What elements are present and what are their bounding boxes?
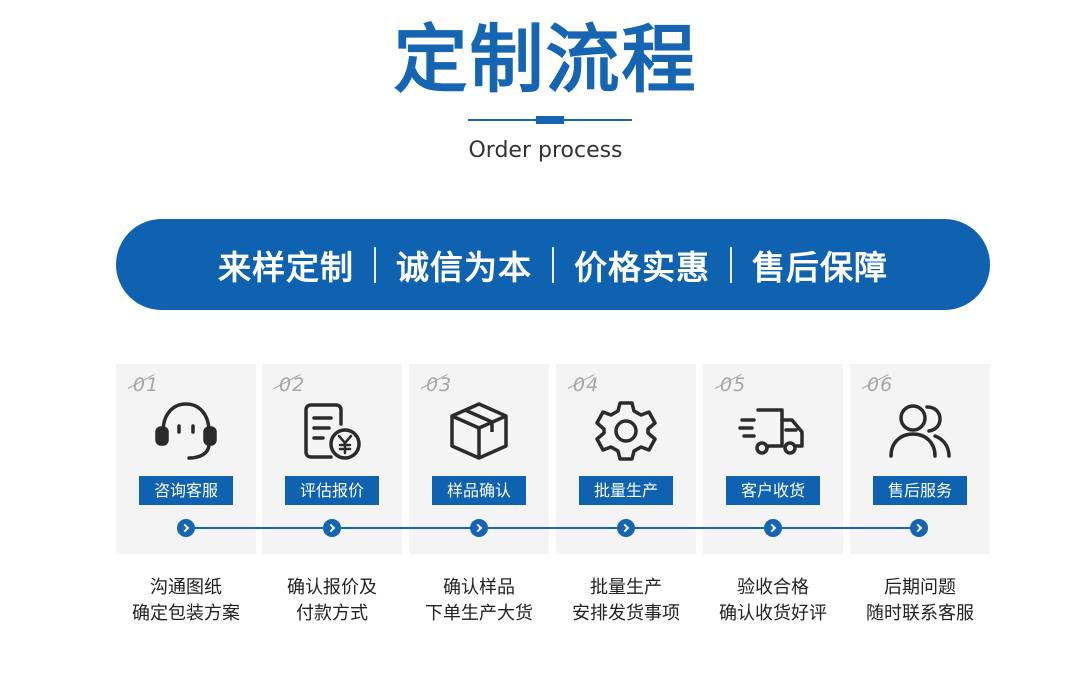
- quote-document-icon: [304, 403, 361, 460]
- description-line: 沟通图纸: [150, 577, 222, 598]
- description-line: 付款方式: [296, 603, 368, 624]
- description-line: 确认收货好评: [719, 603, 827, 624]
- headset-icon: [155, 402, 217, 460]
- step-label: 评估报价: [285, 476, 379, 505]
- timeline-dot: [323, 519, 341, 537]
- step-description: 确认样品 下单生产大货: [399, 575, 559, 627]
- description-line: 后期问题: [884, 577, 956, 598]
- step-number: 03: [426, 374, 453, 396]
- timeline-dot: [764, 519, 782, 537]
- timeline-dot: [177, 519, 195, 537]
- banner-separator: [374, 246, 376, 283]
- delivery-truck-icon: [738, 408, 804, 455]
- step-number: 02: [279, 374, 306, 396]
- slogan-banner: 来样定制 诚信为本 价格实惠 售后保障: [116, 219, 990, 310]
- description-line: 确定包装方案: [132, 603, 240, 624]
- banner-separator: [552, 246, 554, 283]
- description-line: 随时联系客服: [866, 603, 974, 624]
- timeline-dot: [470, 519, 488, 537]
- description-line: 批量生产: [590, 577, 662, 598]
- description-line: 安排发货事项: [572, 603, 680, 624]
- gear-icon: [595, 401, 657, 461]
- banner-item-2: 诚信为本: [396, 247, 532, 287]
- banner-separator: [730, 246, 732, 283]
- step-description: 确认报价及 付款方式: [252, 575, 412, 627]
- step-number: 05: [720, 374, 747, 396]
- step-label: 样品确认: [432, 476, 526, 505]
- page-title: 定制流程: [393, 17, 698, 103]
- page-subtitle: Order process: [468, 138, 623, 163]
- step-number: 01: [133, 374, 160, 396]
- step-label: 咨询客服: [139, 476, 233, 505]
- title-underline-mark: [536, 116, 564, 124]
- description-line: 验收合格: [737, 577, 809, 598]
- step-description: 验收合格 确认收货好评: [693, 575, 853, 627]
- timeline-dot: [617, 519, 635, 537]
- banner-item-1: 来样定制: [218, 247, 354, 287]
- description-line: 确认样品: [443, 577, 515, 598]
- users-icon: [889, 404, 951, 458]
- banner-item-3: 价格实惠: [574, 247, 710, 287]
- step-number: 04: [573, 374, 600, 396]
- step-label: 客户收货: [726, 476, 820, 505]
- step-card-receipt: 05 客户收货: [703, 364, 843, 554]
- step-number: 06: [867, 374, 894, 396]
- step-label: 批量生产: [579, 476, 673, 505]
- box-icon: [450, 402, 508, 460]
- banner-item-4: 售后保障: [752, 247, 888, 287]
- description-line: 确认报价及: [287, 577, 377, 598]
- step-description: 后期问题 随时联系客服: [840, 575, 1000, 627]
- step-label: 售后服务: [873, 476, 967, 505]
- step-description: 沟通图纸 确定包装方案: [106, 575, 266, 627]
- description-line: 下单生产大货: [425, 603, 533, 624]
- step-description: 批量生产 安排发货事项: [546, 575, 706, 627]
- timeline-line: [186, 527, 919, 529]
- timeline-dot: [910, 519, 928, 537]
